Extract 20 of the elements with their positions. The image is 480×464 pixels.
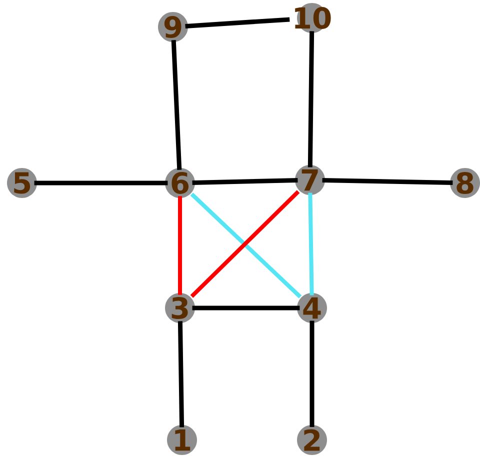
numbered-vertex: 7 bbox=[295, 165, 325, 195]
edge-line bbox=[185, 17, 290, 28]
edge-line bbox=[310, 320, 314, 428]
edge-line bbox=[308, 31, 314, 168]
edge-line bbox=[34, 180, 168, 186]
numbered-vertex: 2 bbox=[297, 425, 327, 455]
numbered-vertex: 9 bbox=[158, 12, 188, 42]
numbered-vertex: 5 bbox=[7, 168, 37, 198]
edge-line bbox=[178, 196, 182, 295]
numbered-vertex: 6 bbox=[165, 168, 195, 198]
edge-line bbox=[192, 306, 300, 310]
edge-line bbox=[171, 40, 182, 170]
numbered-vertex: 1 bbox=[167, 425, 197, 455]
edge-line bbox=[308, 192, 314, 296]
edge-line bbox=[192, 178, 298, 185]
edge-line bbox=[322, 178, 453, 185]
numbered-vertex: 4 bbox=[297, 293, 327, 323]
numbered-vertex: 3 bbox=[165, 293, 195, 323]
edge-line bbox=[178, 321, 184, 428]
numbered-vertex: 8 bbox=[450, 168, 480, 198]
